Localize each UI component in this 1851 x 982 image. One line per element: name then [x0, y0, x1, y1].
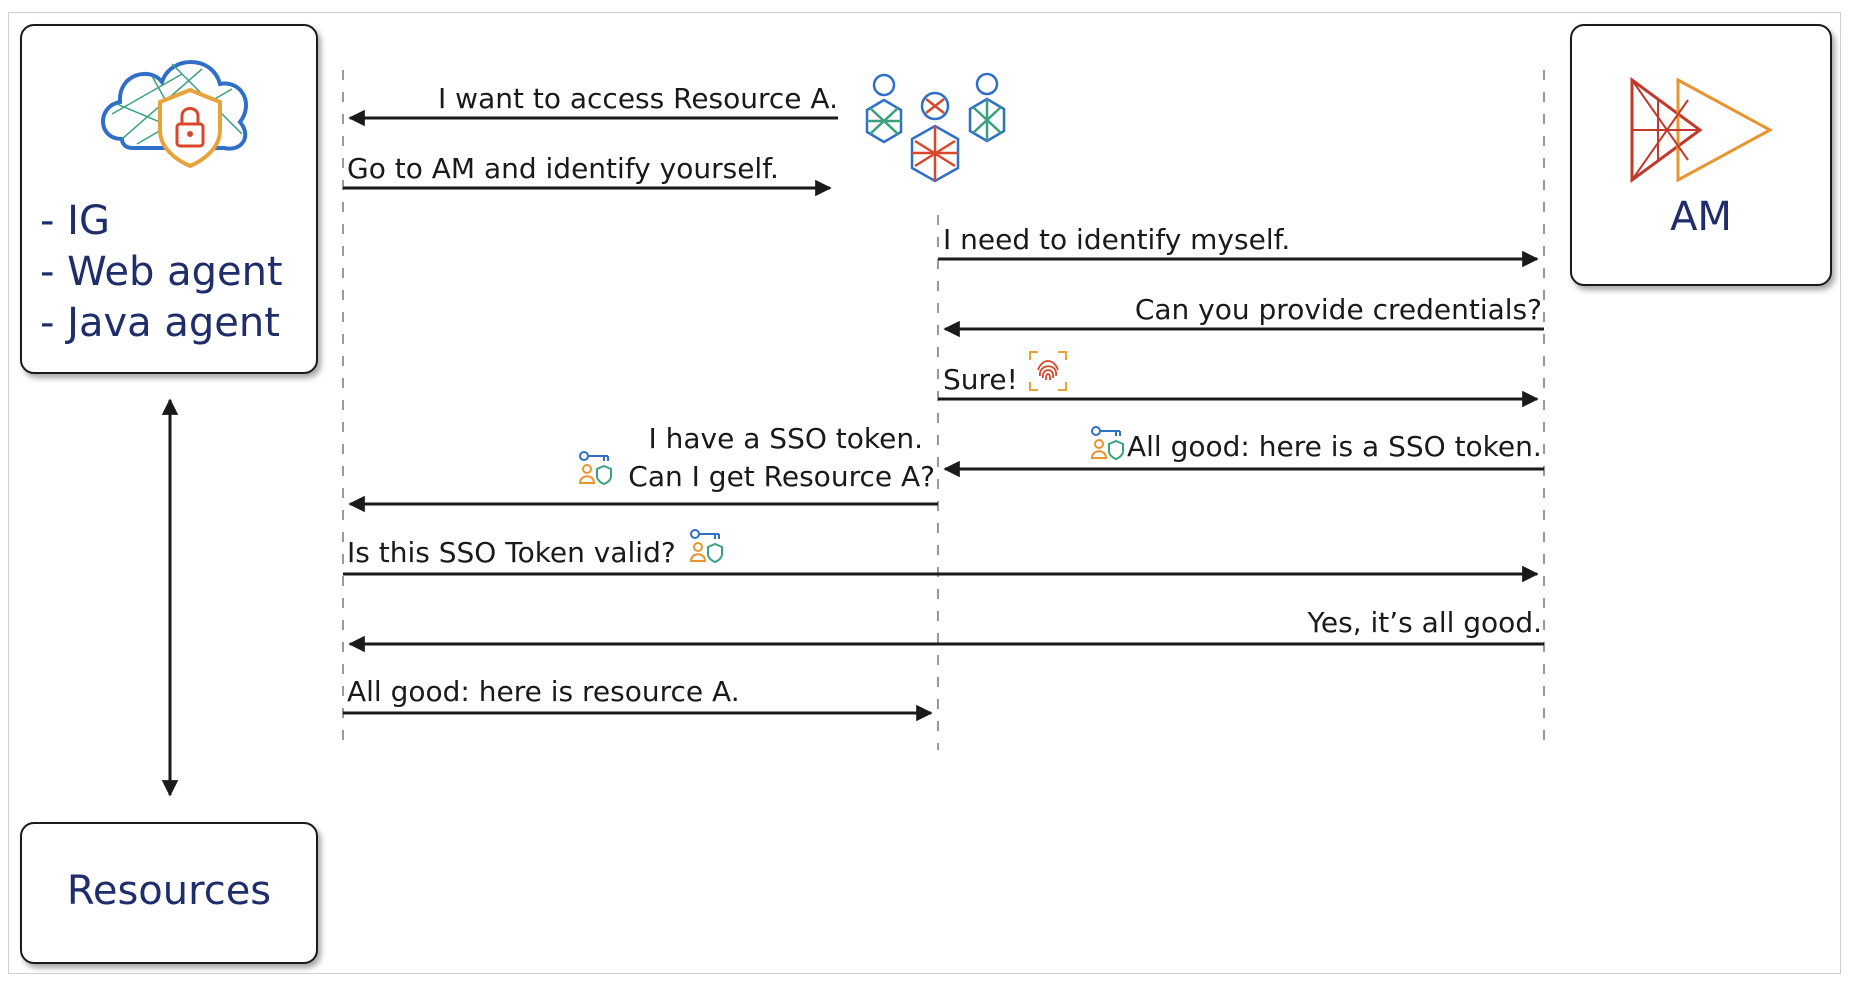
message-m7-line2: Can I get Resource A?: [628, 460, 935, 493]
agent-item-java: - Java agent: [40, 300, 280, 346]
user-group-icon: [865, 72, 1006, 183]
am-box: AM: [1570, 24, 1832, 286]
sso-token-icon: [578, 451, 612, 486]
am-label: AM: [1670, 194, 1732, 240]
cloud-lock-shield-icon: [101, 60, 248, 169]
message-m5: Sure!: [943, 363, 1018, 396]
message-m3: I need to identify myself.: [943, 223, 1291, 256]
fingerprint-icon: [1029, 351, 1067, 391]
message-m8: Is this SSO Token valid?: [347, 536, 676, 569]
message-m4: Can you provide credentials?: [1134, 293, 1542, 326]
message-m2: Go to AM and identify yourself.: [347, 152, 779, 185]
sso-token-icon: [1090, 426, 1124, 461]
resources-box: Resources: [20, 822, 318, 964]
agents-box: - IG - Web agent - Java agent: [20, 24, 318, 374]
message-m10: All good: here is resource A.: [347, 675, 740, 708]
message-m1: I want to access Resource A.: [438, 82, 838, 115]
message-m7-line1: I have a SSO token.: [648, 422, 923, 455]
sso-token-icon: [689, 529, 723, 564]
message-m9: Yes, it’s all good.: [1307, 606, 1542, 639]
message-m6: All good: here is a SSO token.: [1127, 430, 1542, 463]
agent-item-web: - Web agent: [40, 249, 283, 295]
agent-list: - IG - Web agent - Java agent: [40, 196, 283, 349]
am-logo-icon: [1630, 77, 1774, 183]
agent-item-ig: - IG: [40, 198, 110, 244]
resources-label: Resources: [66, 868, 272, 914]
